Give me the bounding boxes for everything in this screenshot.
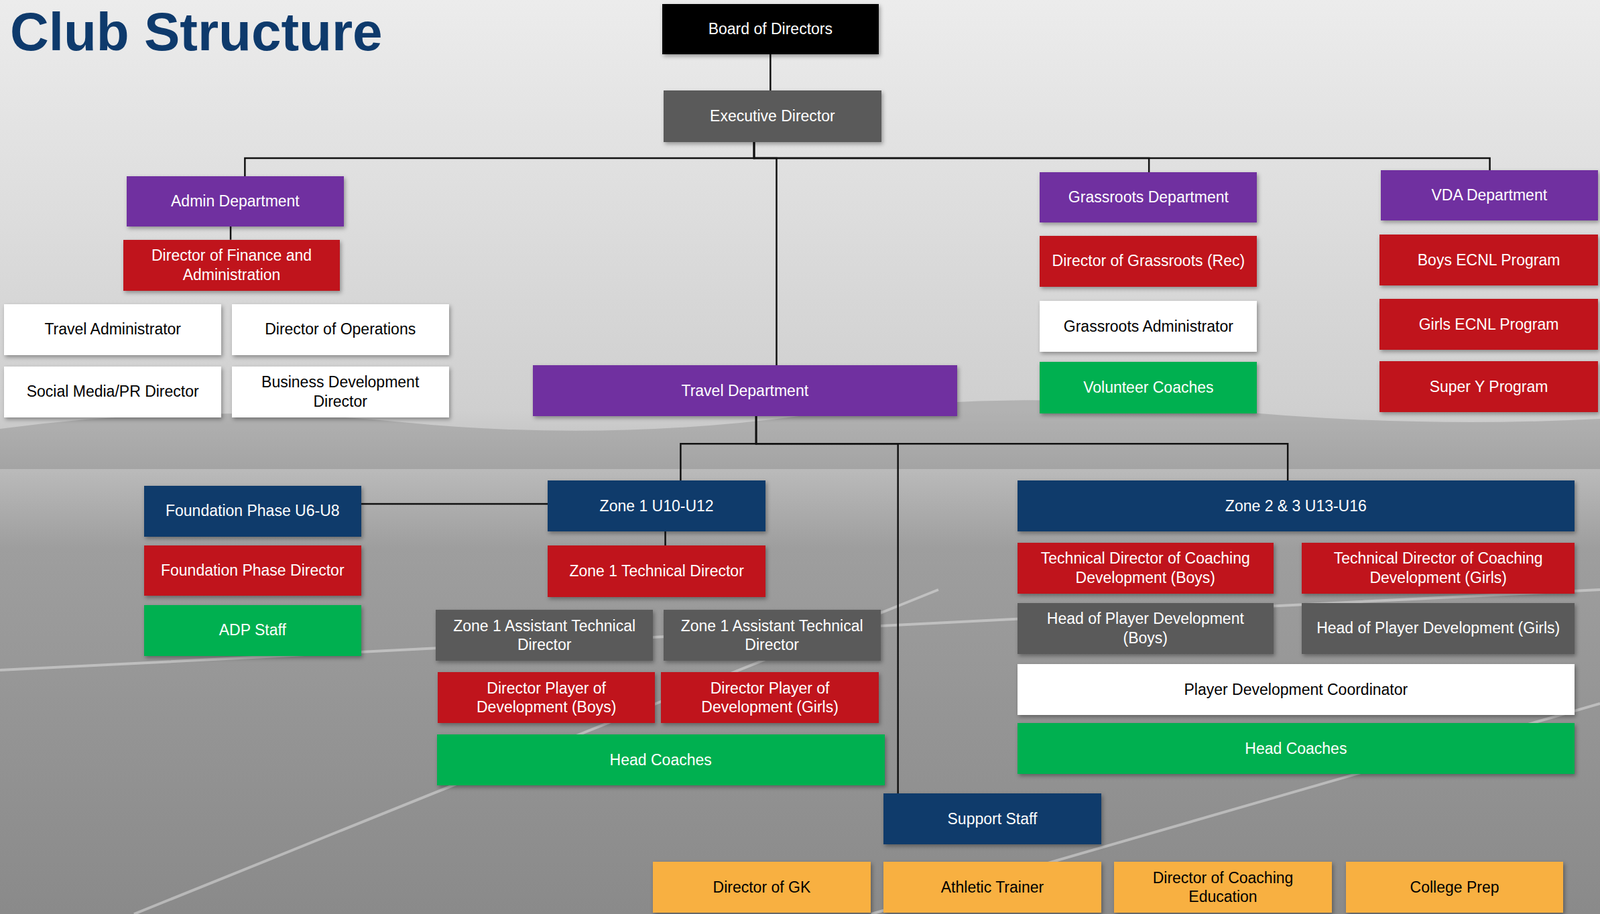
org-connector xyxy=(756,416,1288,481)
org-box: Boys ECNL Program xyxy=(1379,234,1598,286)
org-box: ADP Staff xyxy=(144,605,362,657)
box-label: Zone 1 U10-U12 xyxy=(599,496,714,517)
org-box: Volunteer Coaches xyxy=(1039,361,1257,413)
org-box: Director of Finance and Administration xyxy=(123,239,340,291)
org-box: Travel Administrator xyxy=(4,304,222,356)
box-label: Player Development Coordinator xyxy=(1184,680,1409,700)
org-box: Director of Coaching Education xyxy=(1114,862,1332,913)
org-box: Foundation Phase Director xyxy=(144,545,362,596)
box-label: ADP Staff xyxy=(219,620,287,641)
box-label: Foundation Phase U6-U8 xyxy=(165,501,340,521)
box-label: Zone 1 Technical Director xyxy=(569,561,744,582)
box-label: Head of Player Development (Girls) xyxy=(1316,618,1560,639)
org-box: Executive Director xyxy=(663,90,883,142)
org-connector xyxy=(361,503,549,506)
org-box: Head Coaches xyxy=(1017,723,1575,775)
field-line xyxy=(0,589,1600,914)
box-label: Admin Department xyxy=(170,191,300,212)
org-box: Social Media/PR Director xyxy=(4,366,222,418)
box-label: College Prep xyxy=(1410,878,1500,898)
org-box: Director of GK xyxy=(652,862,871,913)
box-label: Director of Operations xyxy=(264,319,416,340)
org-box: Girls ECNL Program xyxy=(1379,298,1598,350)
org-box: Head of Player Development (Girls) xyxy=(1301,603,1574,655)
box-label: Boys ECNL Program xyxy=(1417,250,1561,271)
box-label: Girls ECNL Program xyxy=(1419,315,1560,335)
org-box: VDA Department xyxy=(1380,170,1598,221)
org-box: Grassroots Administrator xyxy=(1039,300,1257,352)
org-connector xyxy=(754,142,1491,171)
box-label: Zone 1 Assistant Technical Director xyxy=(668,616,876,656)
org-connector xyxy=(244,142,755,177)
box-label: Business Development Director xyxy=(237,372,444,412)
org-box: Technical Director of Coaching Developme… xyxy=(1301,542,1574,594)
box-label: Director of Coaching Education xyxy=(1119,868,1326,908)
org-box: Zone 1 Technical Director xyxy=(547,545,765,597)
box-label: Head of Player Development (Boys) xyxy=(1022,609,1269,649)
org-connector xyxy=(769,54,772,92)
org-connector xyxy=(664,531,667,546)
org-box: Director Player of Development (Girls) xyxy=(660,672,879,724)
org-connector xyxy=(754,142,777,366)
box-label: Technical Director of Coaching Developme… xyxy=(1022,548,1269,588)
box-label: Head Coaches xyxy=(609,750,712,771)
box-label: Travel Administrator xyxy=(44,319,181,340)
box-label: Head Coaches xyxy=(1244,739,1347,759)
org-box: Director Player of Development (Boys) xyxy=(437,672,655,724)
box-label: Executive Director xyxy=(709,106,836,127)
org-box: Director of Grassroots (Rec) xyxy=(1039,235,1257,287)
org-box: Grassroots Department xyxy=(1039,172,1257,223)
org-box: Head of Player Development (Boys) xyxy=(1017,603,1274,655)
box-label: Director of Grassroots (Rec) xyxy=(1052,251,1246,271)
org-box: Player Development Coordinator xyxy=(1017,664,1575,716)
box-label: Director of GK xyxy=(713,878,812,898)
org-box: Foundation Phase U6-U8 xyxy=(144,485,362,537)
box-label: Volunteer Coaches xyxy=(1083,378,1214,398)
box-label: Zone 1 Assistant Technical Director xyxy=(441,616,648,656)
org-box: Head Coaches xyxy=(437,734,885,786)
org-connector xyxy=(754,142,1149,173)
org-connector xyxy=(680,416,757,481)
org-box: Athletic Trainer xyxy=(883,862,1101,913)
page-title: Club Structure xyxy=(10,5,383,59)
org-box: Zone 1 Assistant Technical Director xyxy=(435,609,653,661)
org-box: Director of Operations xyxy=(231,304,450,356)
box-label: Travel Department xyxy=(681,381,809,401)
box-label: Grassroots Administrator xyxy=(1063,317,1234,337)
org-box: Business Development Director xyxy=(231,366,450,418)
box-label: Director Player of Development (Boys) xyxy=(443,679,650,718)
org-box: Technical Director of Coaching Developme… xyxy=(1017,542,1274,594)
box-label: Zone 2 & 3 U13-U16 xyxy=(1225,496,1367,517)
org-box: Super Y Program xyxy=(1379,361,1598,413)
box-label: Board of Directors xyxy=(708,19,833,39)
org-box: Zone 1 Assistant Technical Director xyxy=(663,609,881,661)
org-box: College Prep xyxy=(1345,862,1564,913)
box-label: Technical Director of Coaching Developme… xyxy=(1307,548,1569,588)
box-label: Foundation Phase Director xyxy=(160,561,345,581)
box-label: Social Media/PR Director xyxy=(26,382,200,402)
org-box: Zone 2 & 3 U13-U16 xyxy=(1017,480,1575,532)
box-label: Super Y Program xyxy=(1429,377,1549,397)
org-box: Zone 1 U10-U12 xyxy=(547,480,765,532)
box-label: VDA Department xyxy=(1431,185,1548,206)
box-label: Director of Finance and Administration xyxy=(128,245,335,285)
org-box: Support Staff xyxy=(883,793,1101,845)
org-box: Admin Department xyxy=(126,176,344,227)
box-label: Grassroots Department xyxy=(1068,187,1229,208)
box-label: Director Player of Development (Girls) xyxy=(666,679,873,718)
org-box: Board of Directors xyxy=(662,4,879,55)
org-connector xyxy=(229,226,232,240)
box-label: Support Staff xyxy=(947,809,1038,830)
org-box: Travel Department xyxy=(532,365,958,417)
box-label: Athletic Trainer xyxy=(941,878,1044,898)
